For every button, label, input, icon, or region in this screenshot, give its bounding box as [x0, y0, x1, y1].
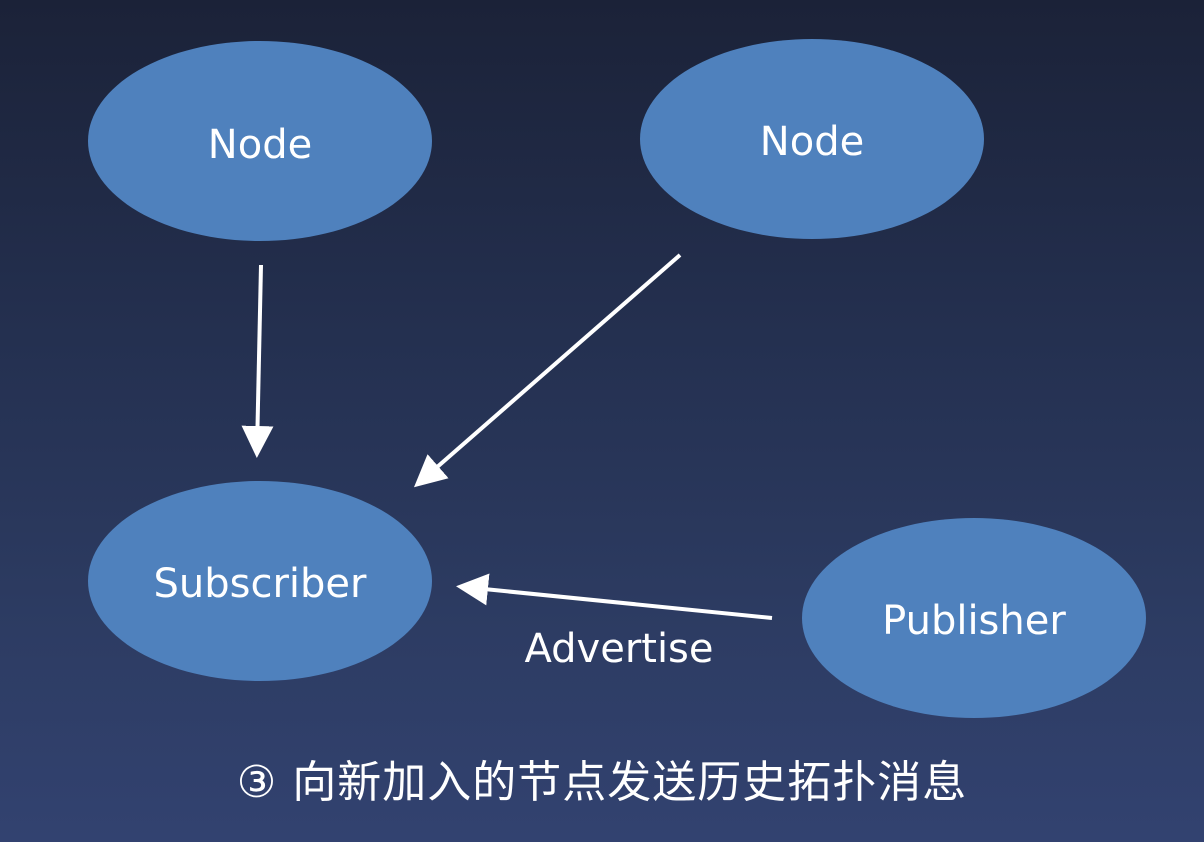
node-2-label: Node [760, 119, 864, 165]
edge-node-2-to-subscriber [413, 253, 682, 488]
publisher-label: Publisher [882, 598, 1066, 644]
node-1-ellipse [88, 41, 432, 241]
publisher-node: Publisher [802, 518, 1146, 718]
node-1: Node [88, 41, 432, 241]
advertise-label: Advertise [524, 626, 713, 672]
node-1-label: Node [208, 122, 312, 168]
slide-caption: ③ 向新加入的节点发送历史拓扑消息 [236, 757, 968, 808]
publisher-ellipse [802, 518, 1146, 718]
node-2: Node [640, 39, 984, 239]
subscriber-ellipse [88, 481, 432, 681]
edge-node-1-to-subscriber [241, 264, 274, 458]
edge-publisher-to-subscriber [456, 573, 773, 620]
node-2-ellipse [640, 39, 984, 239]
subscriber-node: Subscriber [88, 481, 432, 681]
subscriber-label: Subscriber [154, 561, 368, 607]
